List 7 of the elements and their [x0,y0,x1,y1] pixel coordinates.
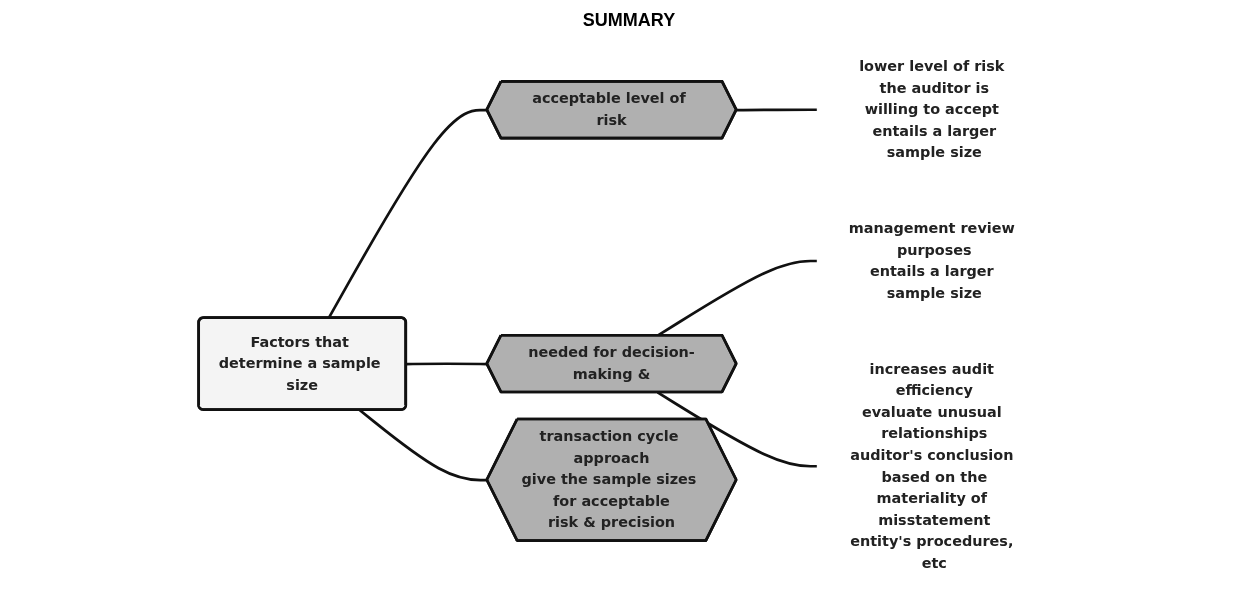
node-text: lower level of risk the auditor is willing to accept entails a larger sample size [859,57,1005,162]
connector [736,108,818,112]
connector [406,362,488,366]
diagram-title: SUMMARY [581,10,677,31]
node-text: increases audit efficiency evaluate unusual relationships auditor's conclusion based on the materiality of misstatement entity's procedures, etc [850,360,1014,572]
node-text: management review purposes entails a larger sample size [848,219,1015,302]
connector [656,391,818,468]
